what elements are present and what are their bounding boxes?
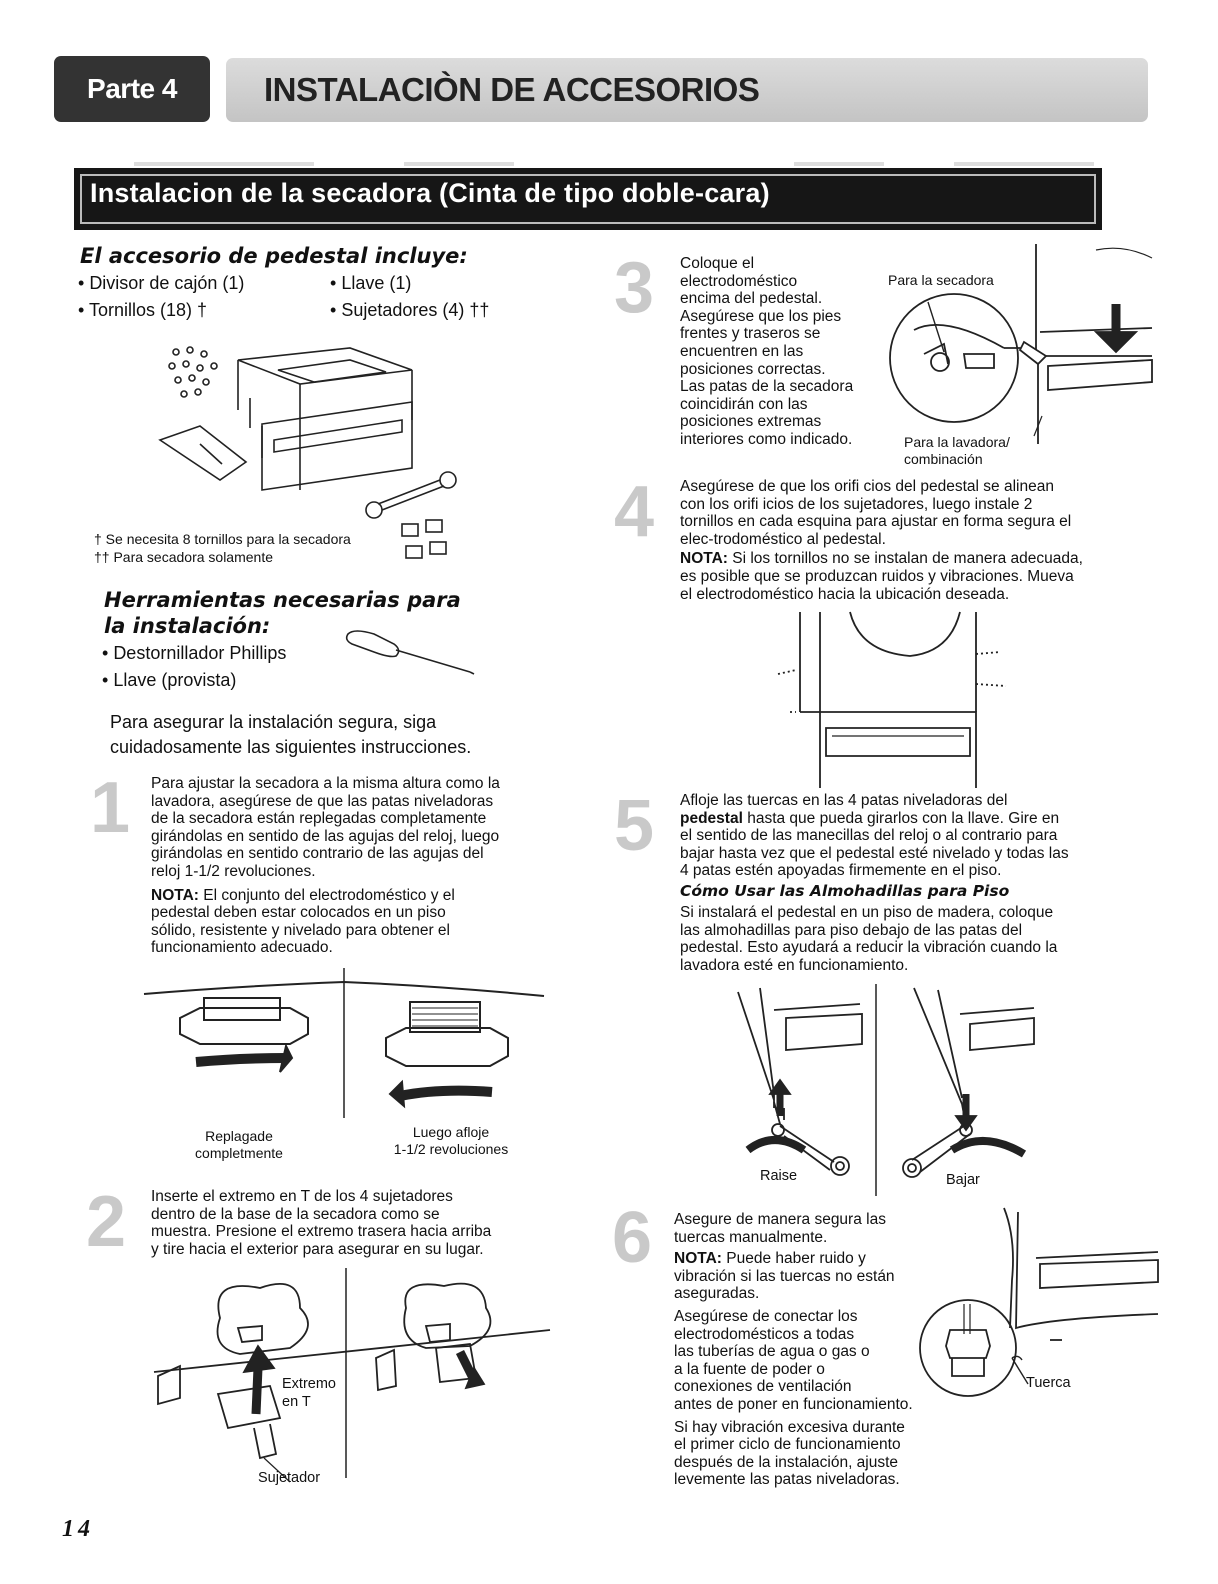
decorative-stripe (794, 162, 884, 166)
kit-note: †† Para secadora solamente (94, 549, 273, 565)
kit-item-label: Sujetadores (4) †† (341, 300, 490, 320)
section-title-frame (80, 174, 1096, 224)
part-label: Parte 4 (87, 73, 177, 104)
floor-pad-illustration (737, 984, 1035, 1196)
decorative-stripe (954, 162, 1094, 166)
dryer-on-pedestal-illustration (889, 244, 1153, 444)
page-title: INSTALACIÒN DE ACCESORIOS (264, 71, 760, 108)
tools-heading: la instalación: (104, 614, 271, 638)
step-number: 2 (86, 1182, 127, 1262)
intro-line: cuidadosamente las siguientes instruccio… (110, 737, 472, 757)
foot-loosened-icon (385, 1001, 509, 1109)
nut-label: Tuerca (1026, 1375, 1071, 1391)
tool-item-label: Destornillador Phillips (113, 643, 287, 663)
tools-heading: Herramientas necesarias para (104, 588, 461, 612)
washer-position-label: Para la lavadora/combinación (904, 434, 1010, 467)
holder-insert-illustration (153, 1268, 551, 1483)
decorative-stripe (134, 162, 314, 166)
section-title: Instalacion de la secadora (Cinta de tip… (90, 178, 770, 208)
tool-item-label: Llave (provista) (113, 670, 237, 690)
dryer-position-label: Para la secadora (888, 272, 994, 288)
wrench-icon (365, 471, 457, 519)
step4-text: Asegúrese de que los orifi cios del pede… (680, 478, 1083, 603)
step1-text: Para ajustar la secadora a la misma altu… (151, 775, 500, 957)
step-number: 5 (614, 786, 655, 866)
lower-label: Bajar (946, 1172, 980, 1188)
step2-text: Inserte el extremo en T de los 4 sujetad… (151, 1188, 492, 1258)
raise-label: Raise (760, 1168, 798, 1184)
kit-item-label: Llave (1) (341, 273, 412, 293)
kit-heading: El accesorio de pedestal incluye: (80, 244, 468, 268)
kit-item-label: Tornillos (18) † (88, 300, 208, 320)
kit-note: † Se necesita 8 tornillos para la secado… (94, 531, 351, 547)
screws-icon (168, 346, 218, 398)
screw-install-illustration (777, 611, 1007, 788)
holder-label: Sujetador (258, 1470, 321, 1486)
leveling-feet-illustration (143, 968, 545, 1118)
screwdriver-icon (345, 630, 475, 675)
kit-item: Sujetadores (4) †† (330, 297, 489, 324)
nut-illustration (919, 1207, 1159, 1397)
kit-item: Llave (1) (330, 270, 411, 297)
part-badge: Parte 4 (54, 56, 210, 122)
pedestal-kit-illustration (158, 346, 457, 559)
kit-item: Tornillos (18) † (78, 297, 207, 324)
intro-line: Para asegurar la instalación segura, sig… (110, 712, 437, 732)
decorative-stripe (404, 162, 514, 166)
step-number: 6 (612, 1198, 653, 1278)
holders-icon (401, 519, 447, 559)
tool-item: Llave (provista) (102, 667, 236, 694)
step-number: 1 (90, 768, 131, 848)
step-number: 3 (614, 248, 655, 328)
kit-item-label: Divisor de cajón (1) (89, 273, 245, 293)
kit-item: Divisor de cajón (1) (78, 270, 244, 297)
step5-text: Afloje las tuercas en las 4 patas nivela… (680, 792, 1069, 974)
section-title-bar: Instalacion de la secadora (Cinta de tip… (74, 162, 1102, 230)
page-title-bar: INSTALACIÒN DE ACCESORIOS (226, 58, 1148, 122)
foot-retracted-icon (179, 997, 309, 1073)
tool-item: Destornillador Phillips (102, 640, 286, 667)
step-number: 4 (614, 472, 655, 552)
page-number: 14 (62, 1516, 94, 1542)
